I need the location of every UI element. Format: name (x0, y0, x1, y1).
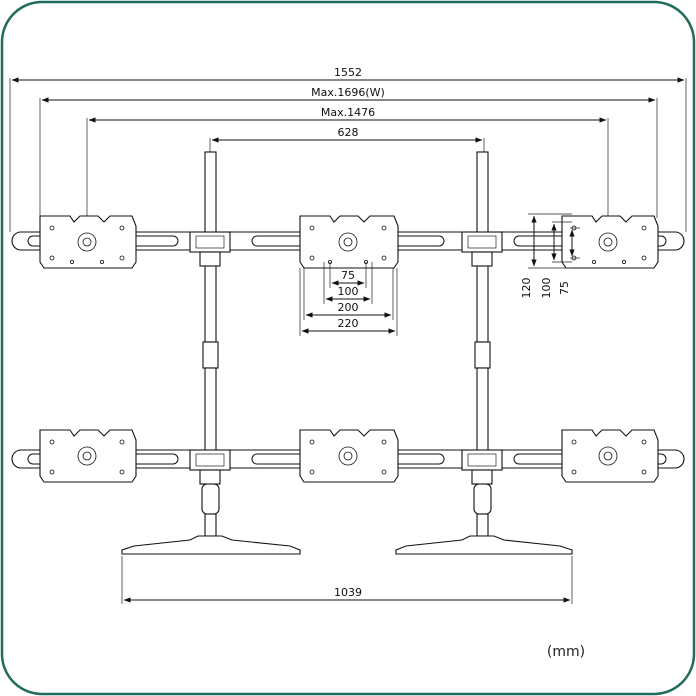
side-120-label: 120 (520, 278, 533, 299)
max-vesa-span-label: Max.1476 (321, 106, 375, 119)
dimension-max-width: Max.1696(W) (39, 86, 658, 218)
side-100-label: 100 (540, 278, 553, 299)
right-base (395, 535, 573, 555)
vesa-plate-upper-right (561, 215, 659, 269)
dimension-base-width: 1039 (121, 556, 573, 604)
max-width-label: Max.1696(W) (311, 86, 385, 99)
pole-spacing-label: 628 (338, 126, 359, 139)
vesa-75-label: 75 (341, 269, 355, 282)
side-height-dimensions: 120 100 75 (520, 213, 580, 299)
dimension-pole-spacing: 628 (209, 126, 485, 152)
vesa-200-label: 200 (338, 301, 359, 314)
vesa-dimensions: 75 100 200 220 (299, 262, 398, 336)
vesa-plate-upper-center (299, 215, 399, 269)
vesa-100-label: 100 (338, 285, 359, 298)
vesa-plate-lower-right (561, 429, 659, 483)
dimension-overall-width: 1552 (9, 66, 687, 232)
base-width-label: 1039 (334, 586, 362, 599)
overall-width-label: 1552 (334, 66, 362, 79)
side-75-label: 75 (558, 281, 571, 295)
vesa-plate-lower-center (299, 429, 399, 483)
left-base (121, 535, 301, 555)
vesa-plate-upper-left (39, 215, 137, 269)
dimension-max-vesa-span: Max.1476 (86, 106, 609, 218)
vesa-220-label: 220 (338, 317, 359, 330)
vesa-plate-lower-left (39, 429, 137, 483)
unit-label: (mm) (547, 644, 585, 660)
